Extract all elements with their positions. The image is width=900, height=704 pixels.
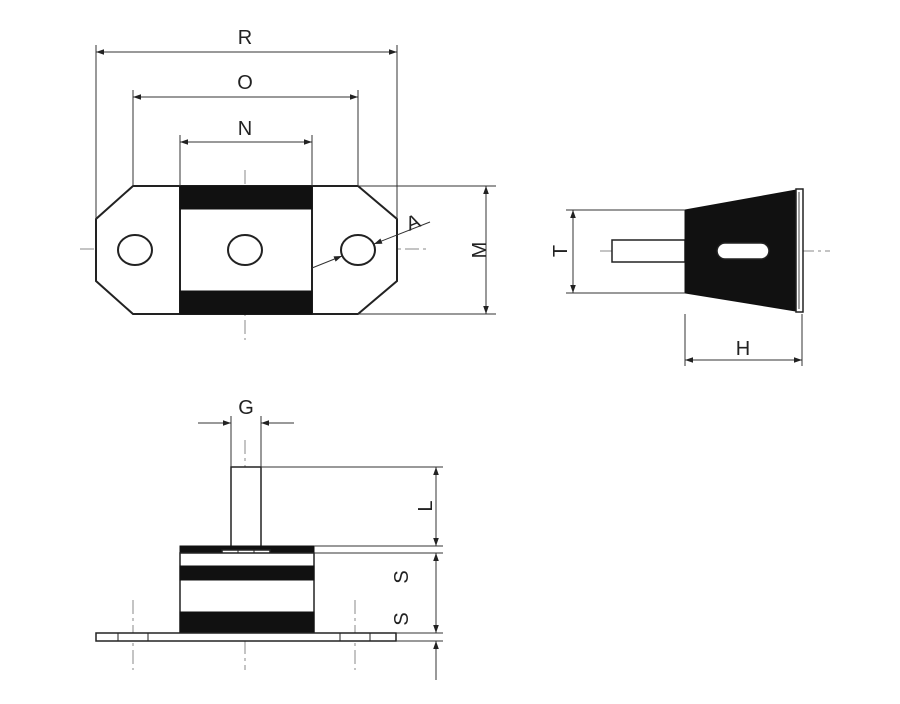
rubber-band-bottom <box>179 290 313 315</box>
label-g: G <box>238 397 254 419</box>
rubber-band-upper <box>179 565 315 581</box>
label-l: L <box>415 500 437 511</box>
label-s-lower: S <box>391 612 413 625</box>
leader-a-lower <box>311 255 343 269</box>
label-s-upper: S <box>391 570 413 583</box>
label-r: R <box>238 27 252 49</box>
top-view: R O N A M <box>80 27 496 340</box>
front-view: G L S S <box>95 397 443 680</box>
mounting-hole-left <box>117 234 153 266</box>
center-hole <box>227 234 263 266</box>
label-t: T <box>550 245 572 257</box>
label-o: O <box>237 72 253 94</box>
bolt-stub <box>611 239 686 263</box>
mounting-hole-right <box>340 234 376 266</box>
label-m: M <box>469 242 491 259</box>
base-plate <box>95 632 397 642</box>
leader-a-upper <box>373 221 431 245</box>
side-view: T H <box>550 188 830 366</box>
threaded-stud <box>230 466 262 551</box>
label-h: H <box>736 338 750 360</box>
rubber-band-lower <box>179 611 315 634</box>
label-n: N <box>238 118 252 140</box>
slot <box>716 242 770 260</box>
rubber-band-top <box>179 185 313 210</box>
